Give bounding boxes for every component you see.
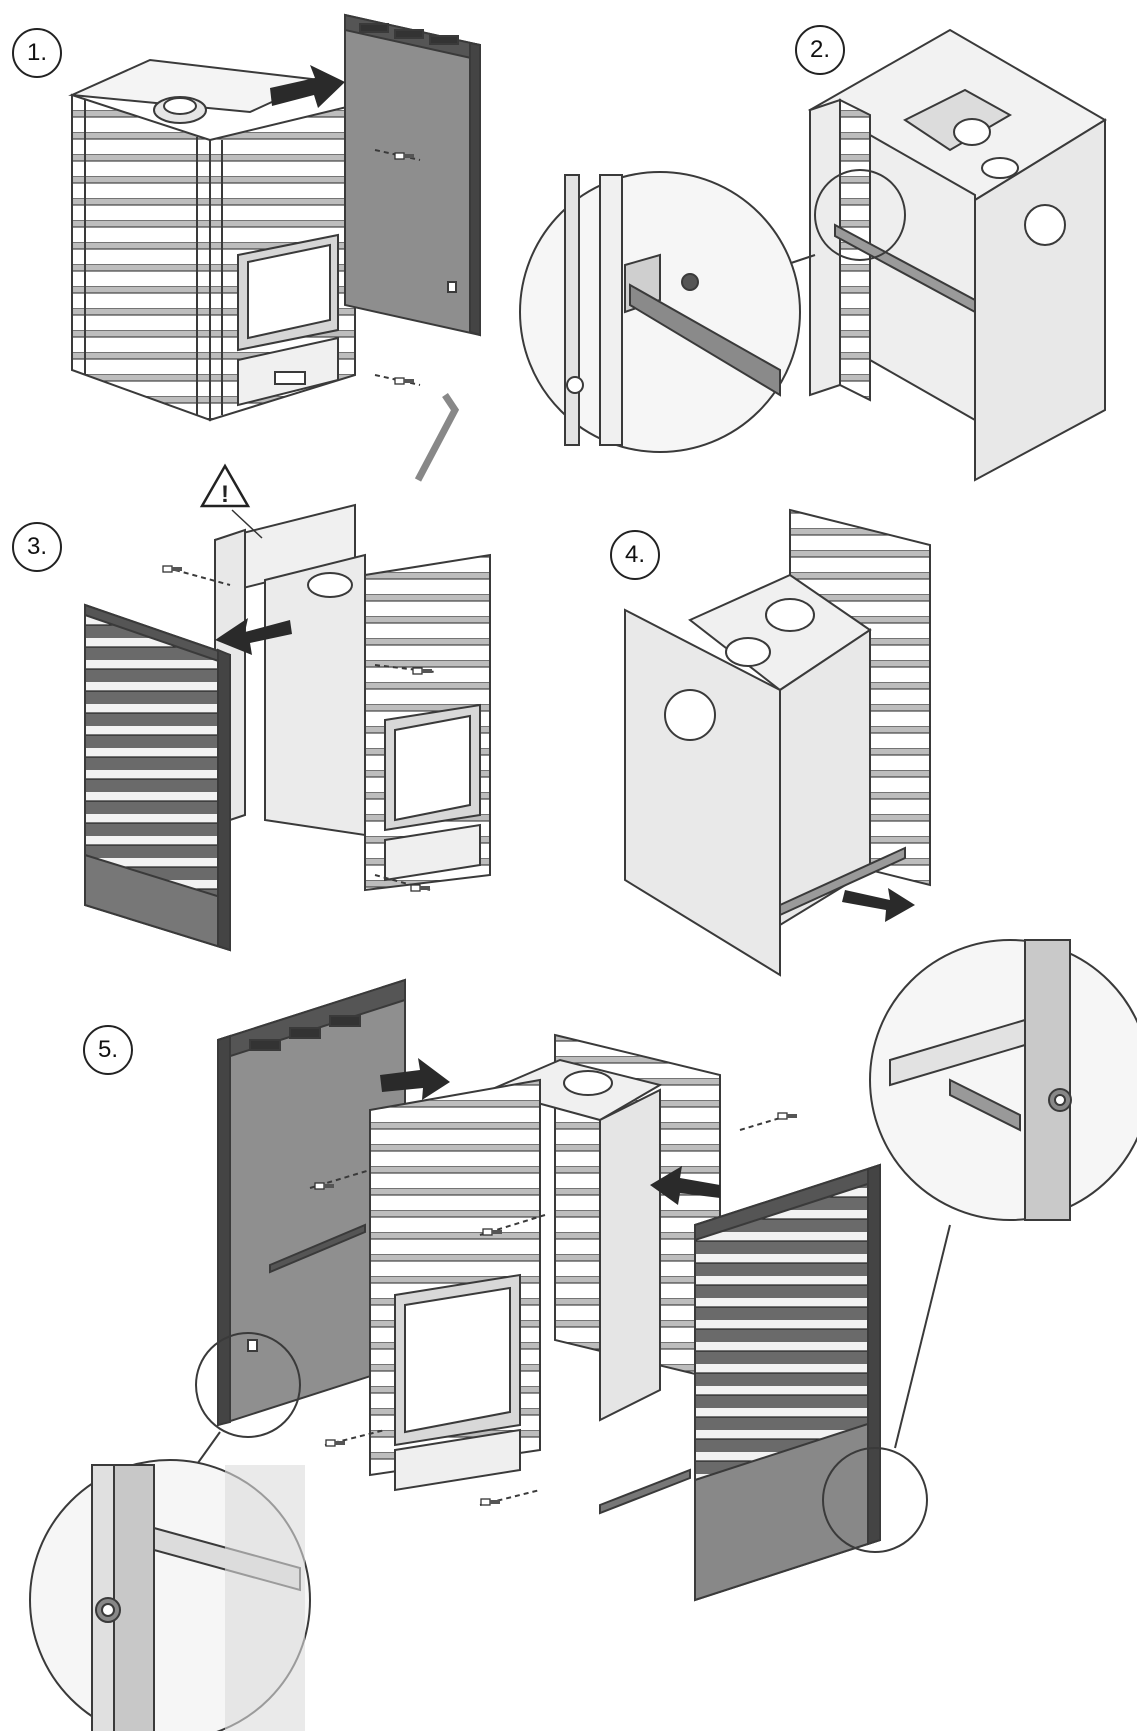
- step-4-arrow-icon: [842, 888, 915, 922]
- step-5-detail-circle-right: [869, 939, 1137, 1221]
- step-2-label: 2.: [809, 36, 830, 63]
- step-5-arrow-icon-right: [650, 1166, 720, 1205]
- step-2-badge: 2.: [795, 25, 845, 75]
- step-5-illustration: [149, 978, 951, 1602]
- step-4-label: 4.: [624, 541, 645, 568]
- warning-triangle-icon: !: [199, 463, 263, 539]
- step-3-label: 3.: [26, 533, 47, 560]
- step-4-badge: 4.: [610, 530, 660, 580]
- step-1-label: 1.: [26, 39, 47, 66]
- step-1-badge: 1.: [12, 28, 62, 78]
- svg-text:!: !: [221, 481, 229, 508]
- step-1-arrow-icon: [270, 65, 345, 108]
- step-2-detail-circle: [519, 171, 801, 453]
- step-1-illustration: [68, 13, 481, 482]
- step-3-illustration: [84, 503, 491, 952]
- step-2-illustration: [784, 28, 1107, 482]
- step-5-label: 5.: [97, 1036, 118, 1063]
- step-4-illustration: [624, 508, 931, 977]
- step-3-arrow-icon: [215, 618, 292, 655]
- step-5-badge: 5.: [83, 1025, 133, 1075]
- step-5-arrow-icon-left: [380, 1058, 450, 1100]
- step-5-detail-circle-left: [29, 1459, 311, 1736]
- step-3-badge: 3.: [12, 522, 62, 572]
